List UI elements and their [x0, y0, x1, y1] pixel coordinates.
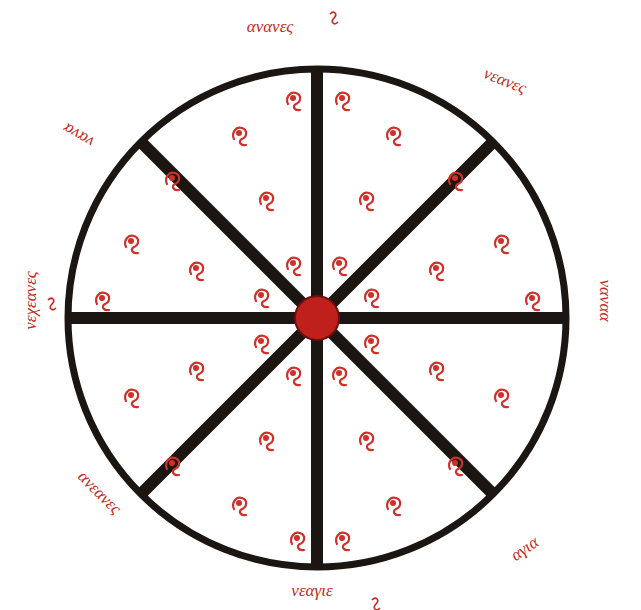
mode-label: αγια [508, 533, 542, 564]
mode-label: νανα [59, 119, 96, 150]
wheel-rim [68, 69, 566, 567]
mode-label: νεχεανες [22, 271, 39, 330]
mode-label: νεανες [481, 64, 528, 96]
mode-label: ναναα [598, 279, 615, 321]
mode-label: ανεανες [75, 467, 125, 517]
mode-label: ανανες [247, 18, 294, 35]
wheel-hub [295, 296, 339, 340]
wheel-spokes [68, 70, 566, 567]
neume-signs [96, 93, 539, 550]
mode-label: νεαγιε [291, 582, 332, 599]
martyria-marks [48, 12, 380, 609]
